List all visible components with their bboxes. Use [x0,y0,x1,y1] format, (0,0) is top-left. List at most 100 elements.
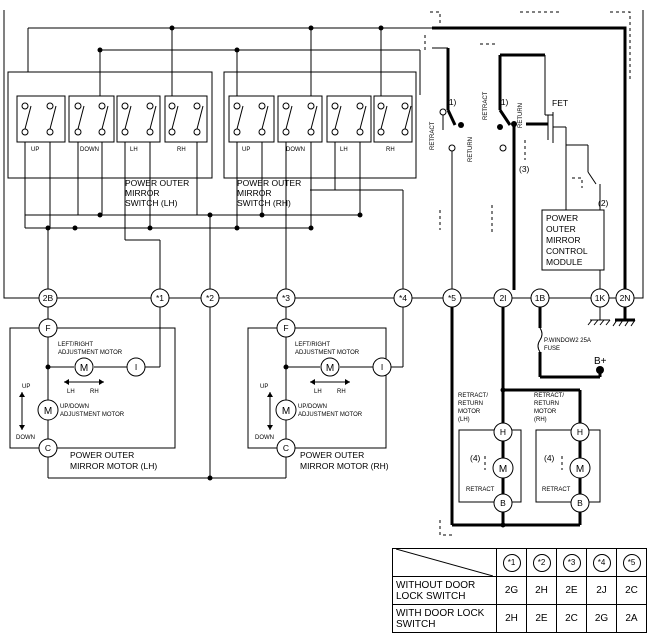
table-header-2: *2 [532,553,551,572]
table-header-cell: *1 [496,548,527,577]
switch-rh-title-3: SWITCH (RH) [237,198,291,208]
table-header-cell: *3 [556,548,587,577]
retract-motor-lh-title-4: (LH) [458,417,470,423]
mirror-motor-rh-lr-motor: M [326,363,334,374]
retract-switch-lh-return: RETURN [468,137,474,162]
control-module-line-3: MIRROR [546,235,580,245]
table-header-cell: *5 [616,548,647,577]
switch-lh-title-2: MIRROR [125,188,159,198]
table-cell: 2G [496,576,527,605]
retract-motor-lh-motor: M [499,464,507,475]
ground-icon [587,307,611,326]
mirror-motor-lh-lr-label-1: LEFT/RIGHT [58,342,93,348]
connector-5: *5 [442,288,462,308]
retract-motor-lh-terminal-h: H [500,427,506,437]
callout-2: (2) [598,198,609,208]
connector-1K-label: 1K [595,293,606,303]
retract-motor-rh-title-3: MOTOR [534,409,557,415]
mirror-switch-rh: UP DOWN LH RH POWER OUTER MIRROR SWITCH … [223,71,417,208]
mirror-motor-lh-lh: LH [67,389,75,395]
retract-motor-lh: H M B RETRACT (4) RETRACT/ RETURN MOTOR … [458,393,522,513]
switch-rh-down: DOWN [277,95,323,153]
switch-rh-title-2: MIRROR [237,188,271,198]
table-cell: 2E [556,576,587,605]
connector-1B: 1B [530,288,550,308]
retract-switch-rh-return: RETURN [518,103,524,128]
switch-rh-down-label: DOWN [286,147,305,153]
table-cell: 2H [526,576,557,605]
switch-lh-lh: LH [116,95,161,153]
mirror-motor-lh-terminal-c: C [45,443,51,453]
switch-rh-up: UP [228,95,275,153]
fuse: P.WINDOW2 25A FUSE [537,307,600,379]
switch-rh-lh: LH [326,95,372,153]
mirror-motor-lh-terminal-f: F [45,323,50,333]
control-module-line-5: MODULE [546,257,583,267]
switch-lh-down: DOWN [68,95,115,153]
switch-lh-title-1: POWER OUTER [125,178,189,188]
connector-2: *2 [200,288,220,308]
table-header-1: *1 [502,553,521,572]
retract-motor-rh-title-2: RETURN [534,401,559,407]
retract-motor-lh-title-3: MOTOR [458,409,481,415]
mirror-motor-rh-ud-motor: M [282,406,290,417]
mirror-motor-lh-title-1: POWER OUTER [70,450,134,460]
switch-rh-up-label: UP [242,147,250,153]
control-module-line-2: OUTER [546,224,576,234]
mirror-motor-rh-terminal-c: C [283,443,289,453]
connector-2-label: *2 [206,293,214,303]
switch-lh-down-label: DOWN [80,147,99,153]
connector-3-label: *3 [282,293,290,303]
table-header-3: *3 [562,553,581,572]
switch-lh-up-label: UP [31,147,39,153]
mirror-motor-lh: F M I M C LEFT/RIGHT ADJUSTMENT MOTOR LH… [9,307,176,471]
table-cell: 2J [586,576,617,605]
table-row-label: WITHOUT DOOR LOCK SWITCH [392,576,497,605]
connector-2N: 2N [615,288,635,308]
mirror-motor-rh-ud-label-2: ADJUSTMENT MOTOR [298,412,363,418]
mirror-motor-lh-title-2: MIRROR MOTOR (LH) [70,461,157,471]
callout-3: (3) [519,164,530,174]
connector-5-label: *5 [448,293,456,303]
mirror-motor-rh-rh: RH [337,389,346,395]
switch-rh-rh: RH [373,95,413,153]
mirror-motor-rh-title-2: MIRROR MOTOR (RH) [300,461,389,471]
connector-1K: 1K [590,288,610,308]
table-cell: 2A [616,604,647,633]
switch-lh-title-3: SWITCH (LH) [125,198,178,208]
fuse-label-1: P.WINDOW2 25A [544,338,591,344]
retract-motor-lh-retract: RETRACT [466,487,495,493]
mirror-switch-lh: UP DOWN LH RH POWER OUTER MIRROR SWITCH … [7,71,213,208]
connector-1: *1 [150,288,170,308]
connector-2I-label: 2I [499,293,506,303]
switch-lh-up: UP [16,95,66,153]
connector-2N-label: 2N [620,293,631,303]
fuse-label-2: FUSE [544,346,560,352]
switch-lh-rh: RH [164,95,208,153]
retract-switch-lh: (1) RETRACT RETURN [430,26,627,290]
mirror-motor-rh-lr-label-2: ADJUSTMENT MOTOR [295,350,360,356]
table-header-cell: *2 [526,548,557,577]
control-module-line-1: POWER [546,213,578,223]
switch-rh-lh-label: LH [340,147,348,153]
table-cell: 2H [496,604,527,633]
mirror-motor-rh-ud-label-1: UP/DOWN [298,404,327,410]
connector-4-label: *4 [399,293,407,303]
retract-switch-rh-callout: (1) [498,97,509,107]
table-row: WITHOUT DOOR LOCK SWITCH 2G 2H 2E 2J 2C [392,576,647,605]
mirror-motor-lh-terminal-i: I [135,362,137,372]
switch-lh-rh-label: RH [177,147,186,153]
table-header-4: *4 [592,553,611,572]
control-module: POWER OUTER MIRROR CONTROL MODULE [541,209,605,271]
connector-2B: 2B [38,288,58,308]
table-row: WITH DOOR LOCK SWITCH 2H 2E 2C 2G 2A [392,604,647,633]
table-row-label: WITH DOOR LOCK SWITCH [392,604,497,633]
table-corner [392,548,497,577]
callout-4-lh: (4) [470,453,481,463]
retract-motor-rh-title-4: (RH) [534,417,547,423]
fet-label: FET [552,98,568,108]
table-header-row: *1 *2 *3 *4 *5 [392,548,647,577]
switch-rh-title-1: POWER OUTER [237,178,301,188]
mirror-motor-rh-lr-label-1: LEFT/RIGHT [295,342,330,348]
